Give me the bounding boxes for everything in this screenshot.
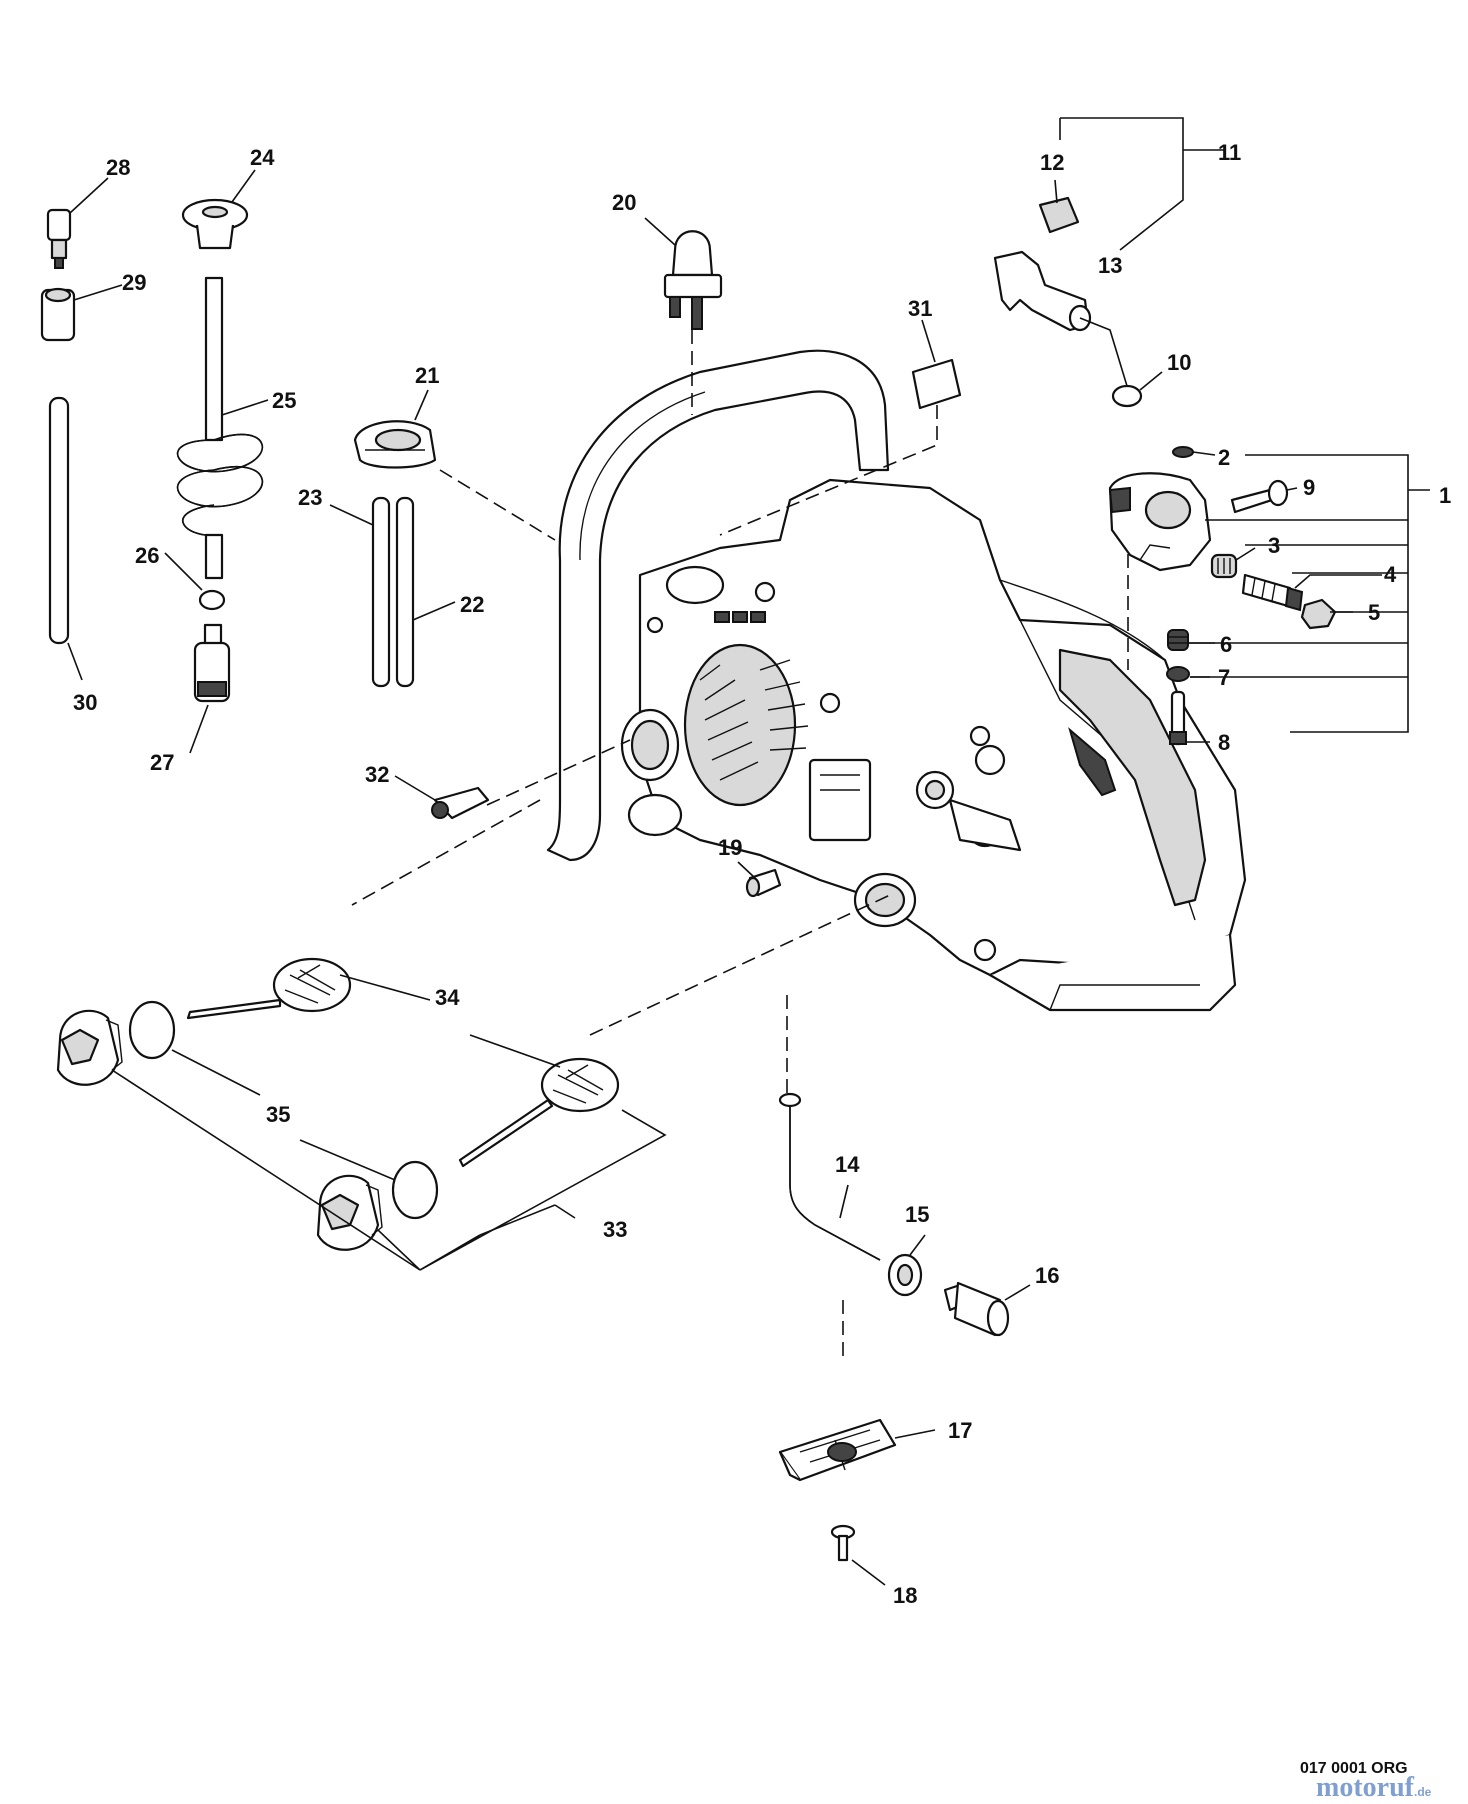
part-5-nut xyxy=(1300,598,1337,630)
label-2: 2 xyxy=(1218,445,1230,470)
label-8: 8 xyxy=(1218,730,1230,755)
watermark-tld: .de xyxy=(1413,1785,1432,1799)
label-19: 19 xyxy=(718,835,742,860)
part-25-coiled-hose xyxy=(176,276,264,580)
part-6-spring xyxy=(1167,629,1189,651)
cap-lower xyxy=(316,1174,383,1251)
part-22-tube xyxy=(395,496,415,688)
label-13: 13 xyxy=(1098,253,1122,278)
label-22: 22 xyxy=(460,592,484,617)
label-32: 32 xyxy=(365,762,389,787)
label-20: 20 xyxy=(612,190,636,215)
part-31-label-plate xyxy=(911,358,962,410)
part-20-primer-bulb xyxy=(663,230,723,330)
label-12: 12 xyxy=(1040,150,1064,175)
label-10: 10 xyxy=(1167,350,1191,375)
label-24: 24 xyxy=(250,145,275,170)
part-10-ring xyxy=(1111,384,1143,408)
label-29: 29 xyxy=(122,270,146,295)
label-14: 14 xyxy=(835,1152,860,1177)
label-5: 5 xyxy=(1368,600,1380,625)
label-31: 31 xyxy=(908,296,932,321)
part-34-strainer-lower xyxy=(458,1057,620,1168)
part-29-sleeve xyxy=(40,287,76,342)
label-21: 21 xyxy=(415,363,439,388)
part-27-filter xyxy=(193,623,231,703)
part-26-ring xyxy=(198,589,226,611)
part-34-strainer-upper xyxy=(186,957,352,1020)
part-18-screw xyxy=(830,1524,856,1562)
part-12-block xyxy=(1038,196,1080,234)
label-15: 15 xyxy=(905,1202,929,1227)
part-13-lever xyxy=(993,250,1092,332)
part-23-tube xyxy=(371,496,391,688)
part-7-washer xyxy=(1166,666,1190,682)
part-35-oring-upper xyxy=(128,1000,176,1060)
label-9: 9 xyxy=(1303,475,1315,500)
label-25: 25 xyxy=(272,388,296,413)
label-30: 30 xyxy=(73,690,97,715)
label-23: 23 xyxy=(298,485,322,510)
label-17: 17 xyxy=(948,1418,972,1443)
watermark-logo: motoruf.de xyxy=(1316,1772,1431,1804)
label-28: 28 xyxy=(106,155,130,180)
part-number-labels: 1 2 3 4 5 6 7 8 9 10 11 12 13 14 15 16 1… xyxy=(73,140,1451,1608)
part-2-washer xyxy=(1172,446,1194,458)
label-16: 16 xyxy=(1035,1263,1059,1288)
part-15-grommet xyxy=(887,1253,923,1297)
label-3: 3 xyxy=(1268,533,1280,558)
part-30-tube xyxy=(48,396,70,645)
watermark-brand: motoruf xyxy=(1316,1772,1414,1803)
flywheel-fins xyxy=(683,643,809,807)
part-35-oring-lower xyxy=(391,1160,439,1220)
label-4: 4 xyxy=(1384,562,1397,587)
part-4-adjuster xyxy=(1241,573,1304,612)
part-1-oil-pump xyxy=(1108,472,1212,572)
label-26: 26 xyxy=(135,543,159,568)
part-32-clip xyxy=(431,786,490,820)
part-16-filter xyxy=(943,1281,1010,1337)
label-35: 35 xyxy=(266,1102,290,1127)
label-27: 27 xyxy=(150,750,174,775)
part-9-screw xyxy=(1230,479,1289,514)
main-housing xyxy=(546,349,1247,1012)
leader-lines xyxy=(67,117,1430,1586)
label-11: 11 xyxy=(1218,140,1241,165)
part-24-grommet xyxy=(181,198,249,250)
part-17-plate xyxy=(778,1418,897,1482)
dash-lines xyxy=(351,330,1129,1360)
part-21-bracket xyxy=(353,420,437,469)
part-3-spring xyxy=(1210,553,1238,579)
drawing-code: 017 0001 ORG xyxy=(1300,1760,1408,1777)
label-6: 6 xyxy=(1220,632,1232,657)
part-19-pin xyxy=(745,868,782,898)
cap-upper xyxy=(56,1009,123,1086)
label-33: 33 xyxy=(603,1217,627,1242)
label-18: 18 xyxy=(893,1583,917,1608)
label-1: 1 xyxy=(1439,483,1451,508)
label-7: 7 xyxy=(1218,665,1230,690)
part-8-pin xyxy=(1169,690,1187,746)
part-28-fitting xyxy=(46,208,72,269)
label-34: 34 xyxy=(435,985,460,1010)
